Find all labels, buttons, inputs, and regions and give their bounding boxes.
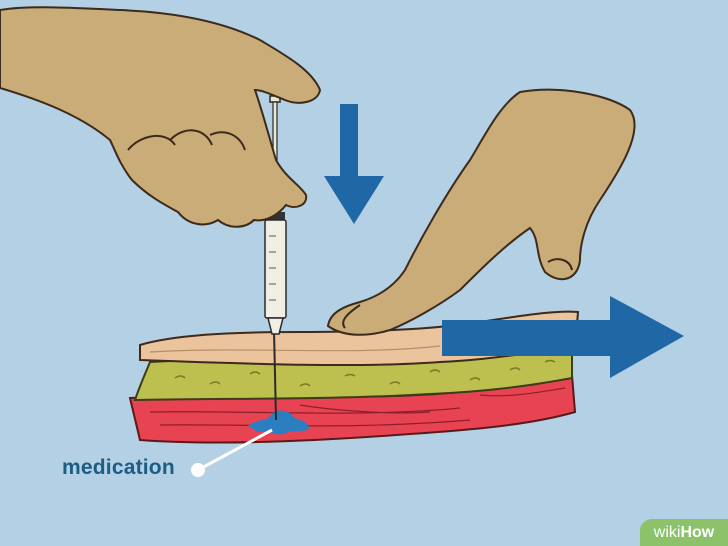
brand-wiki: wiki <box>653 523 681 541</box>
medication-blob <box>248 410 309 435</box>
left-hand <box>0 6 322 228</box>
right-hand <box>326 88 636 336</box>
brand-how: How <box>680 523 715 541</box>
down-arrow-icon <box>324 104 384 224</box>
needle <box>273 329 277 421</box>
label-pointer <box>191 428 273 477</box>
medication-label: medication <box>62 456 175 479</box>
right-arrow-icon <box>442 296 684 378</box>
